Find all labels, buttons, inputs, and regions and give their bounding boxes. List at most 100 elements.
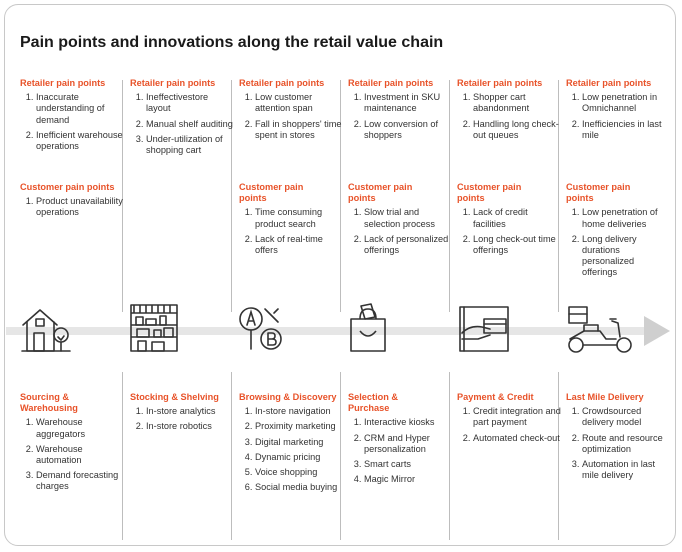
column-separator	[558, 80, 559, 312]
customer-pain-list: Low penetration of home deliveries Long …	[566, 207, 670, 278]
list-item: Product unavailability operations	[36, 196, 124, 218]
list-item: CRM and Hyper personalization	[364, 433, 452, 455]
innovation-list: In-store analytics In-store robotics	[130, 406, 234, 432]
list-item: Under-utilization of shopping cart	[146, 134, 234, 156]
customer-pain-list: Slow trial and selection process Lack of…	[348, 207, 452, 256]
column-separator	[558, 372, 559, 540]
retailer-pain-header: Retailer pain points	[348, 78, 434, 88]
column-separator	[231, 372, 232, 540]
list-item: Proximity marketing	[255, 421, 343, 432]
list-item: Lack of personalized offerings	[364, 234, 452, 256]
column-selection: Retailer pain points Investment in SKU m…	[348, 78, 452, 145]
column-separator	[340, 372, 341, 540]
customer-pain-header: Customer pain points	[457, 182, 522, 204]
store-shelf-icon	[128, 303, 180, 353]
list-item: Long delivery durations personalized off…	[582, 234, 670, 279]
value-chain-band	[6, 327, 646, 335]
retailer-pain-list: Shopper cart abandonment Handling long c…	[457, 92, 561, 141]
retailer-pain-header: Retailer pain points	[566, 78, 652, 88]
list-item: Slow trial and selection process	[364, 207, 452, 229]
column-stocking: Retailer pain points Ineffectivestore la…	[130, 78, 234, 160]
list-item: Inefficiencies in last mile	[582, 119, 670, 141]
column-delivery-stage: Last Mile Delivery Crowdsourced delivery…	[566, 392, 670, 485]
list-item: Warehouse automation	[36, 444, 124, 466]
column-separator	[122, 372, 123, 540]
list-item: Crowdsourced delivery model	[582, 406, 670, 428]
stage-title: Stocking & Shelving	[130, 392, 219, 402]
list-item: Shopper cart abandonment	[473, 92, 561, 114]
list-item: Long check-out time offerings	[473, 234, 561, 256]
list-item: Interactive kiosks	[364, 417, 452, 428]
stage-title: Selection & Purchase	[348, 392, 399, 414]
customer-pain-list: Lack of credit facilities Long check-out…	[457, 207, 561, 256]
column-separator	[231, 80, 232, 312]
innovation-list: Warehouse aggregators Warehouse automati…	[20, 417, 124, 492]
column-sourcing: Retailer pain points Inaccurate understa…	[20, 78, 124, 156]
column-selection-stage: Selection & Purchase Interactive kiosks …	[348, 392, 452, 489]
column-payment-stage: Payment & Credit Credit integration and …	[457, 392, 561, 448]
list-item: Warehouse aggregators	[36, 417, 124, 439]
column-delivery: Retailer pain points Low penetration in …	[566, 78, 670, 145]
list-item: Low customer attention span	[255, 92, 343, 114]
innovation-list: Credit integration and part payment Auto…	[457, 406, 561, 444]
customer-pain-header: Customer pain points	[348, 182, 413, 204]
innovation-list: In-store navigation Proximity marketing …	[239, 406, 343, 493]
column-separator	[449, 372, 450, 540]
list-item: Investment in SKU maintenance	[364, 92, 452, 114]
delivery-scooter-icon	[566, 303, 636, 355]
retailer-pain-list: Ineffectivestore layout Manual shelf aud…	[130, 92, 234, 156]
retailer-pain-list: Investment in SKU maintenance Low conver…	[348, 92, 452, 141]
list-item: Digital marketing	[255, 437, 343, 448]
customer-pain-list: Time consuming product search Lack of re…	[239, 207, 343, 256]
list-item: Dynamic pricing	[255, 452, 343, 463]
warehouse-house-icon	[20, 305, 72, 353]
list-item: Route and resource optimization	[582, 433, 670, 455]
list-item: Manual shelf auditing	[146, 119, 234, 130]
list-item: Time consuming product search	[255, 207, 343, 229]
column-sourcing-customer: Customer pain points Product unavailabil…	[20, 182, 124, 223]
customer-pain-header: Customer pain points	[566, 182, 631, 204]
retailer-pain-header: Retailer pain points	[239, 78, 325, 88]
list-item: Smart carts	[364, 459, 452, 470]
column-separator	[449, 80, 450, 312]
shopping-bag-icon	[347, 303, 389, 355]
list-item: Automated check-out	[473, 433, 561, 444]
list-item: Low conversion of shoppers	[364, 119, 452, 141]
column-browsing-stage: Browsing & Discovery In-store navigation…	[239, 392, 343, 497]
column-browsing-customer: Customer pain points Time consuming prod…	[239, 182, 343, 260]
column-payment-customer: Customer pain points Lack of credit faci…	[457, 182, 561, 260]
value-chain-arrow	[644, 316, 670, 346]
customer-pain-header: Customer pain points	[20, 182, 115, 192]
list-item: In-store robotics	[146, 421, 234, 432]
column-separator	[340, 80, 341, 312]
card-payment-icon	[456, 303, 512, 355]
innovation-list: Crowdsourced delivery model Route and re…	[566, 406, 670, 481]
list-item: In-store navigation	[255, 406, 343, 417]
list-item: Inefficient warehouse operations	[36, 130, 124, 152]
list-item: Low penetration in Omnichannel	[582, 92, 670, 114]
stage-title: Payment & Credit	[457, 392, 534, 402]
retailer-pain-header: Retailer pain points	[130, 78, 216, 88]
customer-pain-header: Customer pain points	[239, 182, 304, 204]
retailer-pain-list: Low penetration in Omnichannel Inefficie…	[566, 92, 670, 141]
column-sourcing-stage: Sourcing & Warehousing Warehouse aggrega…	[20, 392, 124, 497]
innovation-list: Interactive kiosks CRM and Hyper persona…	[348, 417, 452, 485]
list-item: Handling long check-out queues	[473, 119, 561, 141]
list-item: Social media buying	[255, 482, 343, 493]
list-item: Voice shopping	[255, 467, 343, 478]
retailer-pain-header: Retailer pain points	[20, 78, 106, 88]
column-delivery-customer: Customer pain points Low penetration of …	[566, 182, 670, 283]
retailer-pain-header: Retailer pain points	[457, 78, 543, 88]
column-separator	[122, 80, 123, 312]
column-stocking-stage: Stocking & Shelving In-store analytics I…	[130, 392, 234, 437]
list-item: Inaccurate understanding of demand	[36, 92, 124, 126]
customer-pain-list: Product unavailability operations	[20, 196, 124, 218]
retailer-pain-list: Inaccurate understanding of demand Ineff…	[20, 92, 124, 152]
list-item: Low penetration of home deliveries	[582, 207, 670, 229]
column-selection-customer: Customer pain points Slow trial and sele…	[348, 182, 452, 260]
column-browsing: Retailer pain points Low customer attent…	[239, 78, 343, 145]
diagram-title: Pain points and innovations along the re…	[20, 34, 444, 51]
column-payment: Retailer pain points Shopper cart abando…	[457, 78, 561, 145]
retailer-pain-list: Low customer attention span Fall in shop…	[239, 92, 343, 141]
list-item: Credit integration and part payment	[473, 406, 561, 428]
